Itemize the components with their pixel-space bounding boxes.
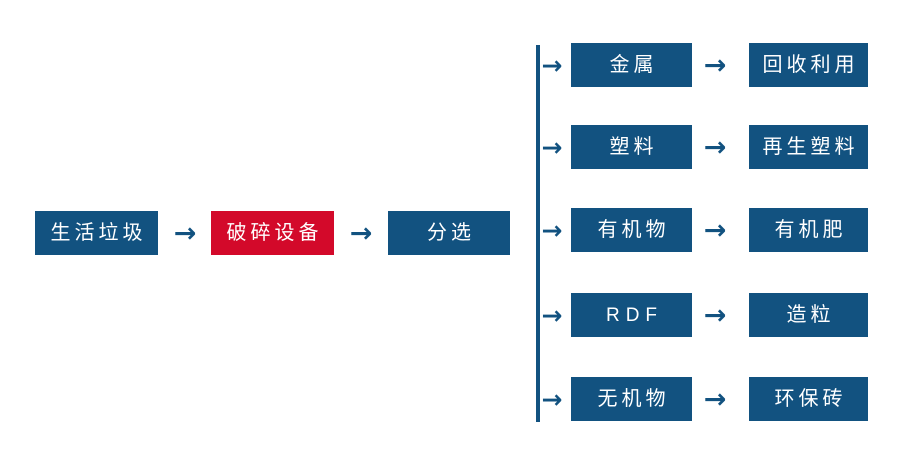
node-material-rdf[interactable]: RDF <box>571 293 692 337</box>
node-product-recycled-plastic[interactable]: 再生塑料 <box>749 125 868 169</box>
node-product-organic-fertilizer[interactable]: 有机肥 <box>749 208 868 252</box>
node-material-metal[interactable]: 金属 <box>571 43 692 87</box>
arrow-right-icon: → <box>349 217 373 249</box>
branch-spine-connector <box>536 45 540 422</box>
branch-arrow-right-icon: → <box>541 384 563 414</box>
branch-arrow-right-icon: → <box>541 132 563 162</box>
node-shredding-equipment[interactable]: 破碎设备 <box>211 211 334 255</box>
arrow-right-icon: → <box>703 131 727 163</box>
node-product-recycling[interactable]: 回收利用 <box>749 43 868 87</box>
node-material-plastic[interactable]: 塑料 <box>571 125 692 169</box>
arrow-right-icon: → <box>703 214 727 246</box>
node-material-organic[interactable]: 有机物 <box>571 208 692 252</box>
node-material-inorganic[interactable]: 无机物 <box>571 377 692 421</box>
arrow-right-icon: → <box>173 217 197 249</box>
node-product-granulation[interactable]: 造粒 <box>749 293 868 337</box>
node-product-eco-brick[interactable]: 环保砖 <box>749 377 868 421</box>
arrow-right-icon: → <box>703 383 727 415</box>
node-sorting[interactable]: 分选 <box>388 211 510 255</box>
branch-arrow-right-icon: → <box>541 50 563 80</box>
arrow-right-icon: → <box>703 49 727 81</box>
branch-arrow-right-icon: → <box>541 215 563 245</box>
arrow-right-icon: → <box>703 299 727 331</box>
node-domestic-waste[interactable]: 生活垃圾 <box>35 211 158 255</box>
branch-arrow-right-icon: → <box>541 300 563 330</box>
